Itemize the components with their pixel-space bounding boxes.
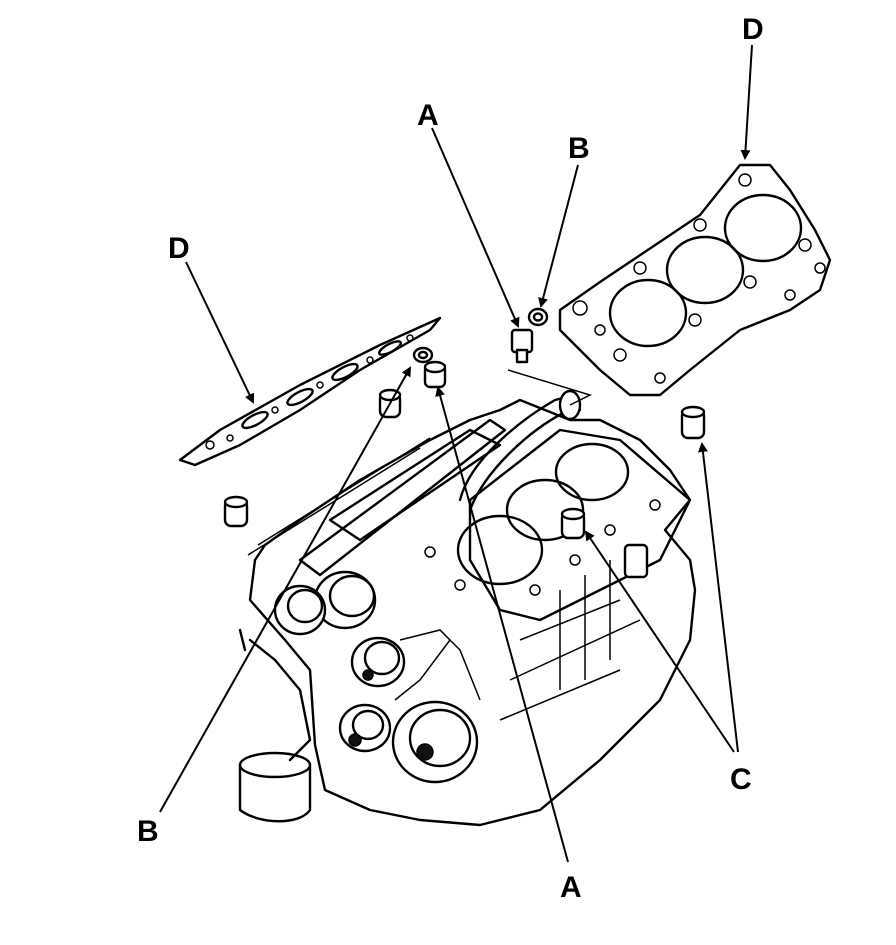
callout-a-bottom: A [560, 871, 582, 904]
callout-b-bottom: B [137, 815, 159, 848]
leader-lines [159, 44, 753, 863]
callout-d-right: D [742, 13, 764, 46]
callout-d-left: D [168, 232, 190, 265]
callout-b-top: B [568, 132, 590, 165]
left-o-ring [412, 346, 434, 364]
callout-c: C [730, 763, 752, 796]
o-ring [527, 307, 549, 327]
callout-a-top: A [417, 99, 439, 132]
right-head-gasket [558, 163, 832, 397]
left-head-gasket [178, 316, 442, 467]
oil-jet-bolt [510, 328, 534, 364]
engine-block [238, 389, 697, 827]
